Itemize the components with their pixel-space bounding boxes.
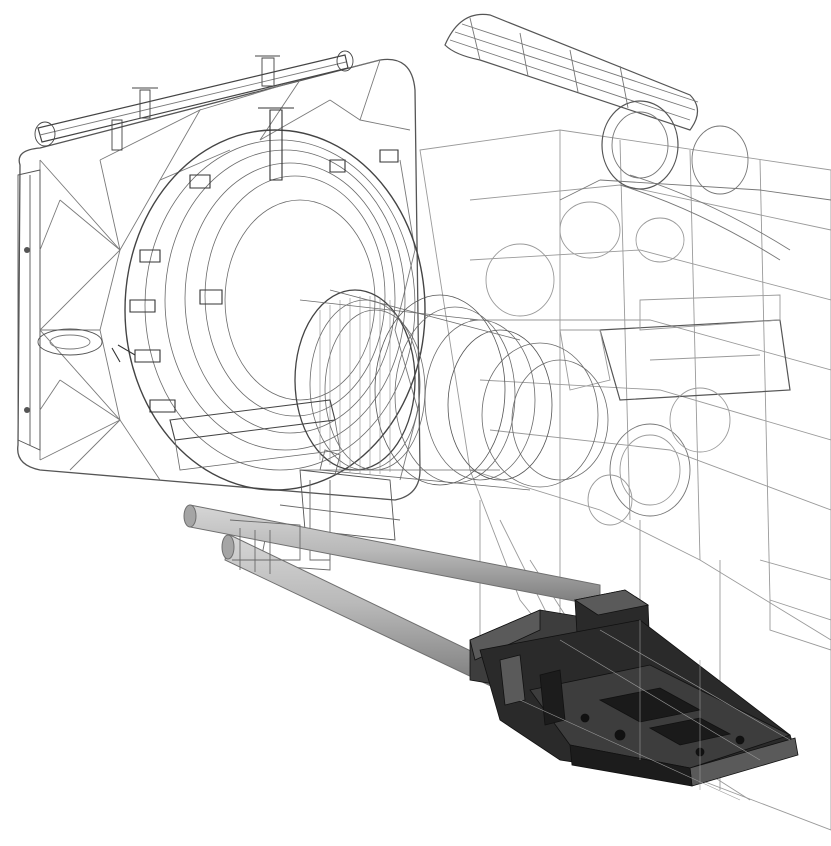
baseplate bbox=[469, 589, 799, 801]
lens bbox=[111, 107, 609, 491]
matte-box bbox=[17, 50, 421, 501]
top-handle bbox=[444, 13, 831, 261]
